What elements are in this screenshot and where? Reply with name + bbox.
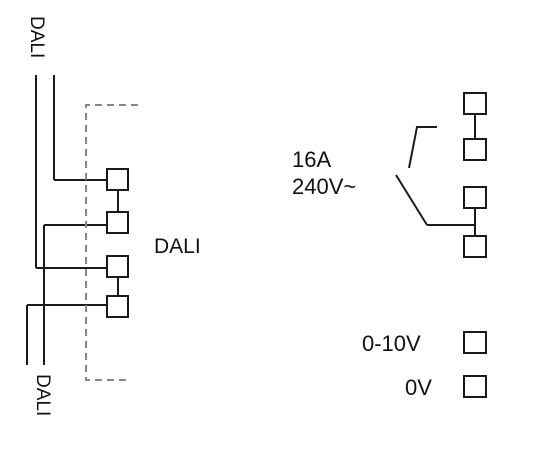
relay-fixed-contact [408, 126, 437, 169]
dali-terminal-3 [106, 255, 129, 278]
dali-bus-wires [26, 75, 119, 365]
dim-minus-terminal [463, 375, 487, 398]
dali-terminals [106, 168, 129, 318]
dim-plus-terminal [463, 331, 487, 354]
relay-rating-current: 16A [292, 147, 332, 172]
relay-contacts [395, 110, 476, 246]
module-dashed-outline [85, 104, 138, 381]
dim-plus-label: 0-10V [362, 331, 421, 356]
dali-terminal-2 [106, 211, 129, 234]
relay-switch-blade [395, 174, 428, 226]
relay-terminal-1 [463, 92, 487, 115]
relay-rating-voltage: 240V~ [292, 174, 357, 199]
dim-terminals [463, 331, 487, 398]
dali-terminal-4 [106, 295, 129, 318]
relay-terminal-2 [463, 138, 487, 161]
relay-terminal-4 [463, 235, 487, 258]
dali-bus-label-bottom: DALI [32, 374, 53, 417]
dali-bus-label-top: DALI [26, 16, 47, 59]
dali-terminal-label: DALI [154, 235, 201, 258]
relay-terminals [463, 92, 487, 258]
relay-terminal-3 [463, 186, 487, 209]
dim-minus-label: 0V [405, 375, 432, 400]
dali-terminal-1 [106, 168, 129, 191]
